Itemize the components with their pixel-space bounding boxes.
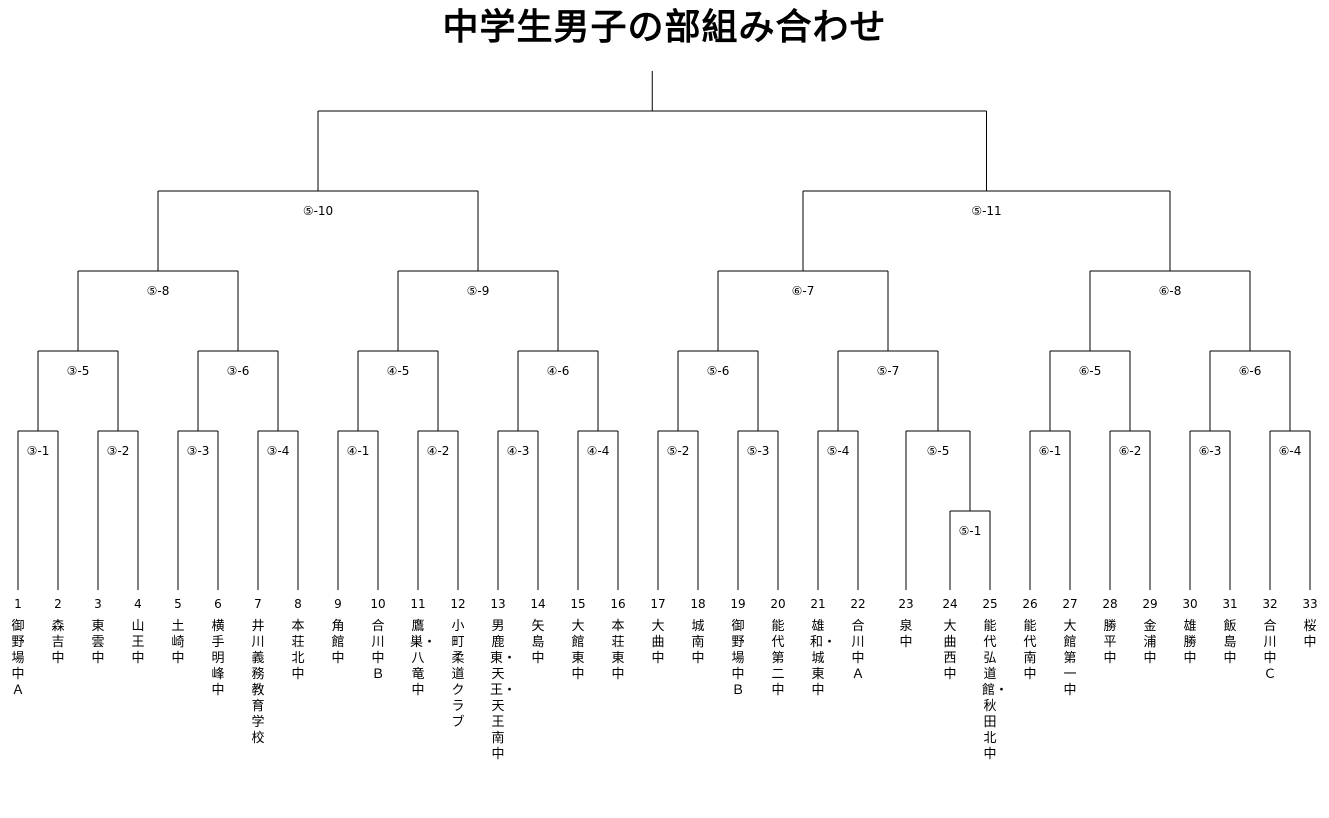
team-number: 28: [1102, 597, 1118, 611]
match-label: ④-2: [426, 444, 450, 458]
team-number: 21: [810, 597, 826, 611]
team-number: 31: [1222, 597, 1238, 611]
team-number: 22: [850, 597, 866, 611]
team-number: 4: [134, 597, 142, 611]
match-label: ③-4: [266, 444, 290, 458]
team-name: 森吉中: [51, 619, 65, 666]
team-number: 13: [490, 597, 506, 611]
team-number: 29: [1142, 597, 1158, 611]
team-name: 大曲西中: [943, 619, 957, 682]
team-number: 17: [650, 597, 666, 611]
team-number: 23: [898, 597, 914, 611]
match-label: ③-5: [66, 364, 90, 378]
team-name: 桜中: [1303, 619, 1317, 650]
team-number: 16: [610, 597, 626, 611]
match-label: ③-1: [26, 444, 50, 458]
team-number: 30: [1182, 597, 1198, 611]
team-number: 24: [942, 597, 958, 611]
team-number: 11: [410, 597, 426, 611]
page-title: 中学生男子の部組み合わせ: [442, 7, 887, 48]
team-name: 井川義務教育学校: [251, 619, 265, 746]
team-number: 33: [1302, 597, 1318, 611]
match-label: ⑤-5: [926, 444, 950, 458]
team-number: 18: [690, 597, 706, 611]
match-label: ⑥-3: [1198, 444, 1222, 458]
team-name: 東雲中: [91, 619, 105, 666]
team-name: 鷹巣・八竜中: [410, 619, 437, 698]
team-name: 大館第一中: [1063, 619, 1077, 698]
match-label: ④-3: [506, 444, 530, 458]
match-label: ⑥-2: [1118, 444, 1142, 458]
match-label: ⑥-1: [1038, 444, 1062, 458]
match-label: ⑤-1: [958, 524, 982, 538]
team-name: 横手明峰中: [211, 619, 225, 698]
team-name: 合川中Ｂ: [371, 619, 385, 682]
team-name: 矢島中: [531, 619, 545, 666]
match-label: ⑥-6: [1238, 364, 1262, 378]
team-name: 合川中Ｃ: [1263, 619, 1277, 682]
team-number: 2: [54, 597, 62, 611]
match-label: ③-6: [226, 364, 250, 378]
team-name: 大館東中: [571, 619, 585, 682]
match-label: ⑤-8: [146, 284, 170, 298]
match-label: ⑤-7: [876, 364, 900, 378]
team-number: 25: [982, 597, 998, 611]
team-name: 勝平中: [1103, 619, 1117, 666]
team-number: 15: [570, 597, 586, 611]
team-name: 能代南中: [1023, 619, 1037, 682]
team-name: 角館中: [331, 619, 345, 666]
team-number: 1: [14, 597, 22, 611]
team-name: 雄勝中: [1183, 619, 1197, 666]
team-number: 8: [294, 597, 302, 611]
team-name: 小町柔道クラブ: [451, 619, 465, 730]
match-label: ④-1: [346, 444, 370, 458]
team-name: 能代第二中: [771, 619, 785, 698]
match-label: ⑤-6: [706, 364, 730, 378]
team-name: 能代弘道館・秋田北中: [982, 619, 1009, 762]
team-name: 金浦中: [1143, 619, 1157, 666]
team-number: 7: [254, 597, 262, 611]
match-label: ⑤-9: [466, 284, 490, 298]
match-label: ⑤-10: [302, 204, 334, 218]
team-name: 本荘東中: [611, 619, 625, 682]
team-number: 26: [1022, 597, 1038, 611]
team-number: 10: [370, 597, 386, 611]
team-name: 合川中Ａ: [851, 619, 865, 682]
team-name: 土崎中: [171, 619, 185, 666]
team-name: 山王中: [131, 619, 145, 666]
match-label: ⑥-5: [1078, 364, 1102, 378]
match-label: ⑤-11: [971, 204, 1002, 218]
match-label: ⑥-7: [791, 284, 815, 298]
team-name: 御野場中Ａ: [11, 619, 25, 698]
team-name: 御野場中Ｂ: [731, 619, 745, 698]
team-name: 飯島中: [1223, 619, 1237, 666]
match-label: ③-2: [106, 444, 130, 458]
match-label: ④-4: [586, 444, 610, 458]
team-name: 雄和・城東中: [810, 619, 837, 698]
team-number: 14: [530, 597, 546, 611]
match-label: ④-5: [386, 364, 410, 378]
match-label: ⑥-4: [1278, 444, 1302, 458]
match-label: ⑤-2: [666, 444, 690, 458]
team-name: 本荘北中: [291, 619, 305, 682]
team-name: 男鹿東・天王・天王南中: [490, 619, 517, 762]
match-label: ③-3: [186, 444, 210, 458]
team-number: 32: [1262, 597, 1278, 611]
team-number: 6: [214, 597, 222, 611]
team-name: 大曲中: [651, 619, 665, 666]
team-name: 泉中: [899, 619, 913, 650]
team-number: 9: [334, 597, 342, 611]
team-number: 3: [94, 597, 102, 611]
match-label: ⑤-3: [746, 444, 770, 458]
team-name: 城南中: [691, 619, 705, 666]
team-number: 19: [730, 597, 746, 611]
team-number: 27: [1062, 597, 1078, 611]
match-label: ⑥-8: [1158, 284, 1182, 298]
match-label: ⑤-4: [826, 444, 850, 458]
match-label: ④-6: [546, 364, 570, 378]
team-number: 20: [770, 597, 786, 611]
team-number: 12: [450, 597, 466, 611]
team-number: 5: [174, 597, 182, 611]
